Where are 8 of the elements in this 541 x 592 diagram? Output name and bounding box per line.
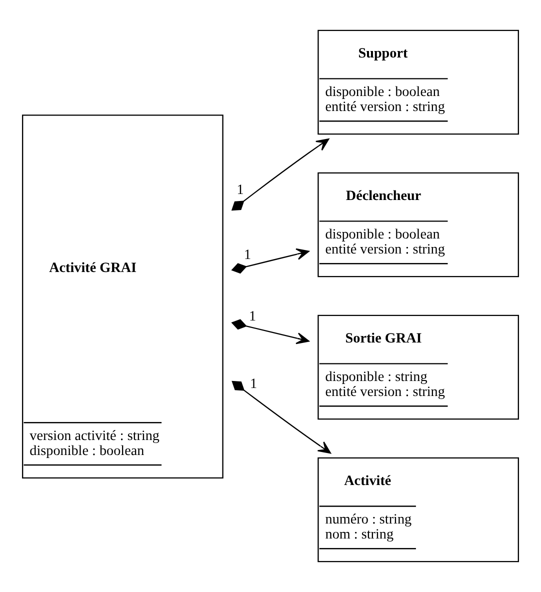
arrow <box>232 380 332 454</box>
edge-label: 1 <box>244 247 252 264</box>
arrow <box>231 248 310 274</box>
arrow <box>231 319 310 344</box>
edge-label: 1 <box>250 376 258 392</box>
edge-label: 1 <box>249 308 256 324</box>
arrow <box>231 138 330 211</box>
edge-label: 1 <box>236 182 244 198</box>
